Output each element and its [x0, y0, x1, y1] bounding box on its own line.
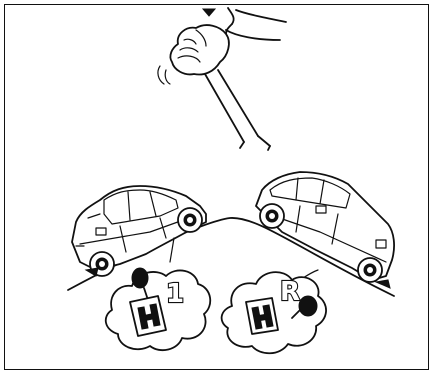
reverse-gear-label: R — [280, 277, 300, 307]
car-facing-uphill — [72, 186, 206, 276]
first-gear-label: 1 — [166, 279, 184, 309]
car-facing-downhill — [256, 172, 394, 288]
reverse-gear-callout: R — [222, 272, 326, 353]
first-gear-callout: 1 — [106, 268, 211, 350]
parking-brake-hand-illustration — [158, 8, 286, 150]
pull-arrow-icon — [203, 9, 215, 16]
